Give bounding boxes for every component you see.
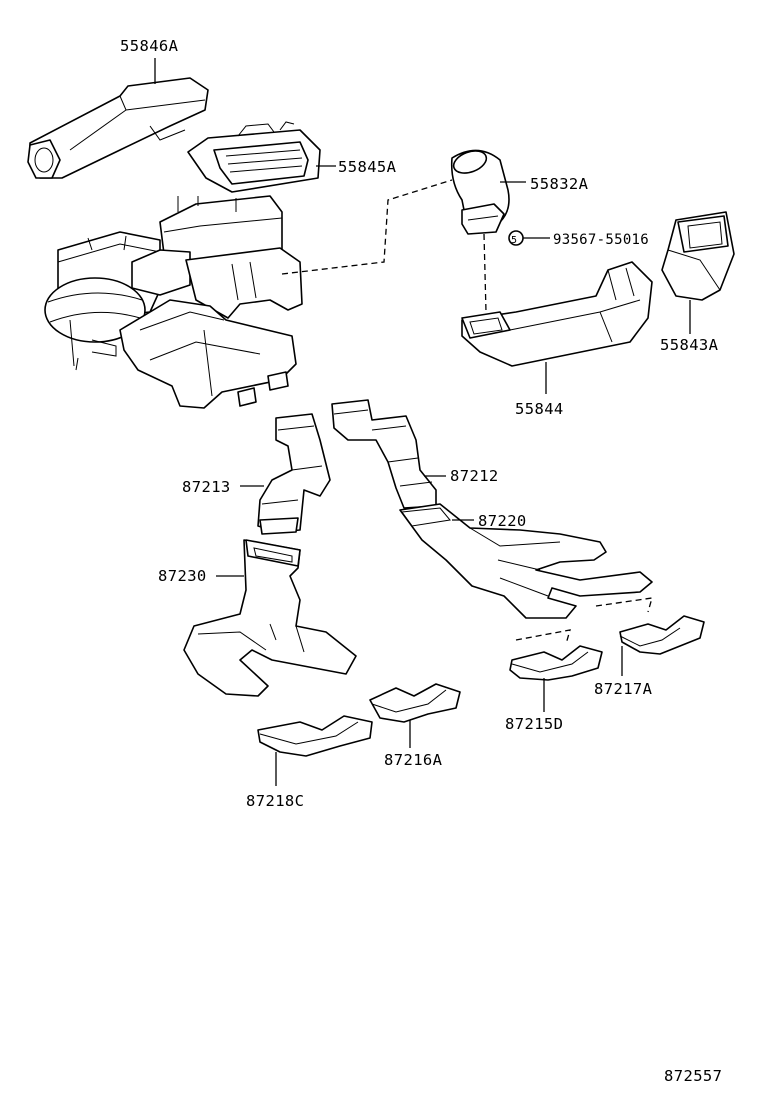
- label-87215d: 87215D: [505, 715, 563, 733]
- assembly-line-87217a: [595, 597, 653, 613]
- label-55832a: 55832A: [530, 175, 589, 193]
- assembly-line-heater-to-55832a: [281, 179, 453, 275]
- part-87220-rear-floor-duct[interactable]: [399, 503, 653, 619]
- label-55843a: 55843A: [660, 336, 719, 354]
- assembly-line-87215d: [515, 629, 571, 645]
- part-55846a-defroster-duct[interactable]: [27, 77, 209, 179]
- part-87218c-outlet[interactable]: [257, 715, 373, 757]
- label-87218c: 87218C: [246, 792, 304, 810]
- label-87213: 87213: [182, 478, 231, 496]
- part-87217a-outlet[interactable]: [619, 615, 705, 655]
- part-55844-lower-duct[interactable]: [461, 261, 653, 367]
- part-55832a-elbow-duct[interactable]: [450, 147, 510, 235]
- label-93567-55016: 93567-55016: [553, 232, 649, 248]
- part-87216a-outlet[interactable]: [369, 683, 461, 723]
- part-55843a-side-duct[interactable]: [661, 211, 735, 301]
- label-87220: 87220: [478, 512, 527, 530]
- label-87216a: 87216A: [384, 751, 443, 769]
- part-87230-front-floor-duct[interactable]: [183, 539, 357, 697]
- heater-unit-assembly[interactable]: [44, 195, 303, 409]
- part-55845a-register-duct[interactable]: [187, 121, 321, 193]
- part-93567-55016-clip[interactable]: 5: [508, 230, 524, 246]
- assembly-line-55832a-to-55844: [483, 233, 487, 313]
- part-87212-rear-duct[interactable]: [331, 399, 437, 509]
- label-87217a: 87217A: [594, 680, 653, 698]
- label-87212: 87212: [450, 467, 499, 485]
- figure-code: 872557: [664, 1067, 722, 1085]
- label-87230: 87230: [158, 567, 207, 585]
- part-87213-front-duct[interactable]: [257, 413, 331, 535]
- label-55846a: 55846A: [120, 37, 179, 55]
- label-55845a: 55845A: [338, 158, 397, 176]
- label-55844: 55844: [515, 400, 564, 418]
- clip-mark: 5: [511, 235, 517, 246]
- part-87215d-outlet[interactable]: [509, 645, 603, 681]
